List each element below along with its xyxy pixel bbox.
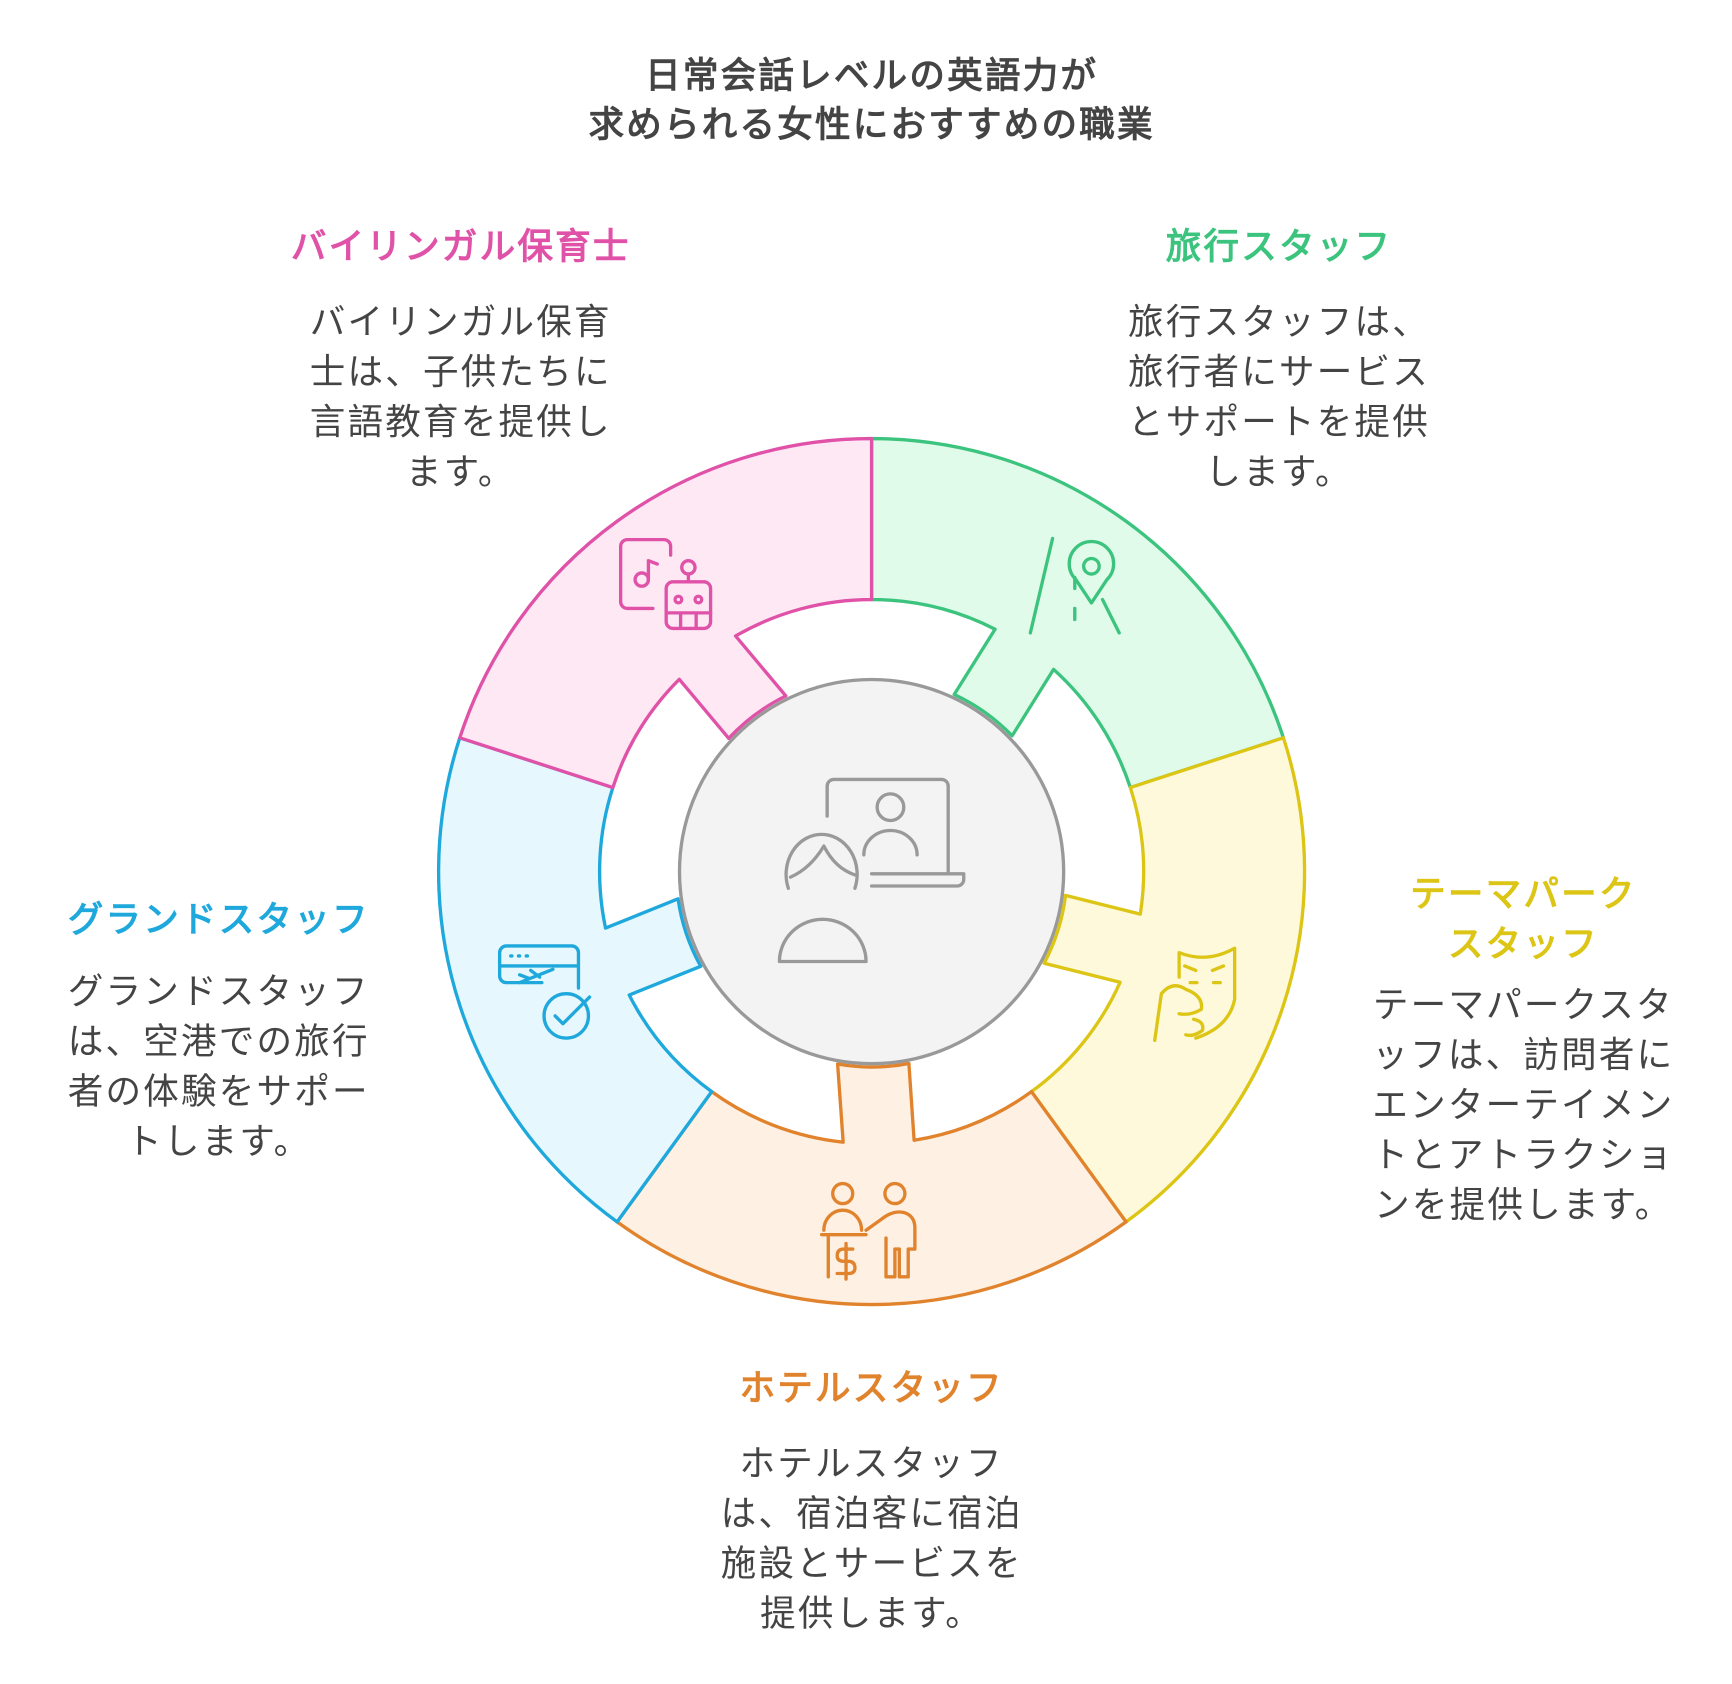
desc-line: 者の体験をサポー (67, 1070, 370, 1113)
segment-ground-staff (436, 736, 714, 1224)
desc-bilingual-childcare: バイリンガル保育 士は、子供たちに 言語教育を提供し ます。 (310, 298, 612, 498)
desc-line: エンターテイメン (1372, 1083, 1675, 1126)
desc-line: 士は、子供たちに (309, 350, 612, 394)
desc-ground-staff: グランドスタッフ は、空港での旅行 者の体験をサポー トします。 (68, 967, 370, 1167)
music-tablet-robot-icon (618, 537, 713, 631)
desc-line: ホテルスタッフ (739, 1442, 1004, 1485)
desc-line: 旅行スタッフは、 (1128, 300, 1431, 344)
heading-line: 旅行スタッフ (1165, 225, 1393, 268)
teacher-video-call-icon (777, 777, 966, 964)
heading-bilingual-childcare: バイリンガル保育士 (291, 222, 631, 272)
heading-hotel-staff: ホテルスタッフ (739, 1363, 1003, 1413)
desc-line: テーマパークスタ (1372, 983, 1674, 1026)
desc-line: ます。 (405, 450, 516, 493)
heading-travel-staff: 旅行スタッフ (1166, 222, 1393, 272)
desc-line: とサポートを提供 (1128, 400, 1431, 444)
heading-line: バイリンガル保育士 (290, 225, 631, 268)
desc-line: 言語教育を提供し (309, 400, 612, 444)
heading-line: ホテルスタッフ (739, 1366, 1004, 1409)
desc-line: トします。 (126, 1120, 312, 1163)
desc-line: グランドスタッフ (67, 970, 370, 1013)
heading-line: グランドスタッフ (67, 898, 370, 941)
page-title: 日常会話レベルの英語力が 求められる女性におすすめの職業 (588, 51, 1154, 149)
theater-mask-icon (1153, 946, 1237, 1043)
desc-line: は、宿泊客に宿泊 (720, 1492, 1023, 1535)
hotel-reception-icon (819, 1181, 917, 1281)
desc-travel-staff: 旅行スタッフは、 旅行者にサービス とサポートを提供 します。 (1128, 298, 1430, 498)
desc-line: 施設とサービスを (720, 1542, 1023, 1585)
title-line: 日常会話レベルの英語力が (645, 54, 1099, 97)
desc-theme-park-staff: テーマパークスタ ッフは、訪問者に エンターテイメン トとアトラクショ ンを提供… (1372, 980, 1674, 1230)
desc-line: ンを提供します。 (1374, 1183, 1673, 1226)
desc-line: します。 (1205, 450, 1353, 493)
desc-line: 提供します。 (760, 1592, 984, 1635)
desc-hotel-staff: ホテルスタッフ は、宿泊客に宿泊 施設とサービスを 提供します。 (721, 1439, 1023, 1639)
flight-check-icon (497, 944, 592, 1040)
heading-line: スタッフ (1447, 922, 1599, 965)
heading-line: テーマパーク (1410, 872, 1637, 915)
desc-line: トとアトラクショ (1372, 1133, 1675, 1176)
heading-ground-staff: グランドスタッフ (68, 895, 370, 945)
road-location-pin-icon (1028, 536, 1121, 635)
desc-line: は、空港での旅行 (67, 1020, 370, 1063)
desc-line: 旅行者にサービス (1128, 350, 1431, 394)
desc-line: ッフは、訪問者に (1372, 1033, 1675, 1076)
heading-theme-park-staff: テーマパーク スタッフ (1410, 869, 1637, 969)
center-circle (677, 677, 1066, 1066)
desc-line: バイリンガル保育 (309, 300, 612, 344)
title-line: 求められる女性におすすめの職業 (588, 103, 1155, 146)
